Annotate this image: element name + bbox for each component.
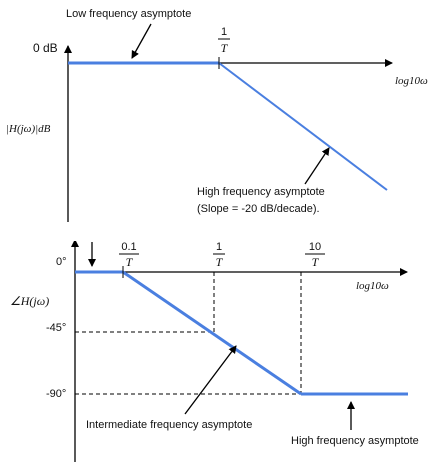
- zero-db-label: 0 dB: [33, 41, 58, 55]
- intermediate-asymptote-arrow: [184, 345, 237, 415]
- low-frequency-asymptote-label: Low frequency asymptote: [66, 8, 191, 20]
- phase-y-axis-label: ∠H(jω): [10, 294, 49, 308]
- phase-y-tick-0: 0°: [56, 256, 67, 268]
- tick-label-10-denominator: T: [312, 255, 320, 269]
- magnitude-y-axis-label: |H(jω)|dB: [6, 123, 51, 135]
- low-frequency-arrow: [131, 23, 152, 59]
- phase-x-axis-label: log10ω: [356, 280, 389, 292]
- slope-annotation: (Slope = -20 dB/decade).: [197, 203, 320, 215]
- magnitude-x-axis-label: log10ω: [395, 75, 428, 87]
- magnitude-plot: Low frequency asymptote 0 dB 1 T log10ω …: [6, 8, 428, 222]
- phase-y-tick-minus-45: -45°: [46, 322, 66, 334]
- intermediate-asymptote-label: Intermediate frequency asymptote: [86, 419, 252, 431]
- crop-band: [0, 229, 443, 241]
- break-frequency-numerator: 1: [221, 26, 227, 38]
- magnitude-high-frequency-asymptote: [218, 62, 388, 191]
- tick-label-1-numerator: 1: [216, 241, 222, 253]
- high-frequency-phase-label: High frequency asymptote: [291, 435, 419, 447]
- phase-plot: 0.1 T 1 T 10 T 0° -45° -90° ∠H(jω) log10…: [0, 229, 443, 462]
- phase-y-tick-minus-90: -90°: [46, 388, 66, 400]
- tick-label-10-numerator: 10: [309, 241, 321, 253]
- tick-label-1-denominator: T: [216, 255, 224, 269]
- phase-intermediate-asymptote: [122, 270, 302, 396]
- tick-label-0-1-denominator: T: [126, 255, 134, 269]
- high-frequency-arrow: [304, 147, 330, 185]
- tick-label-0-1-numerator: 0.1: [121, 241, 136, 253]
- break-frequency-denominator: T: [221, 41, 229, 55]
- high-frequency-asymptote-label: High frequency asymptote: [197, 186, 325, 198]
